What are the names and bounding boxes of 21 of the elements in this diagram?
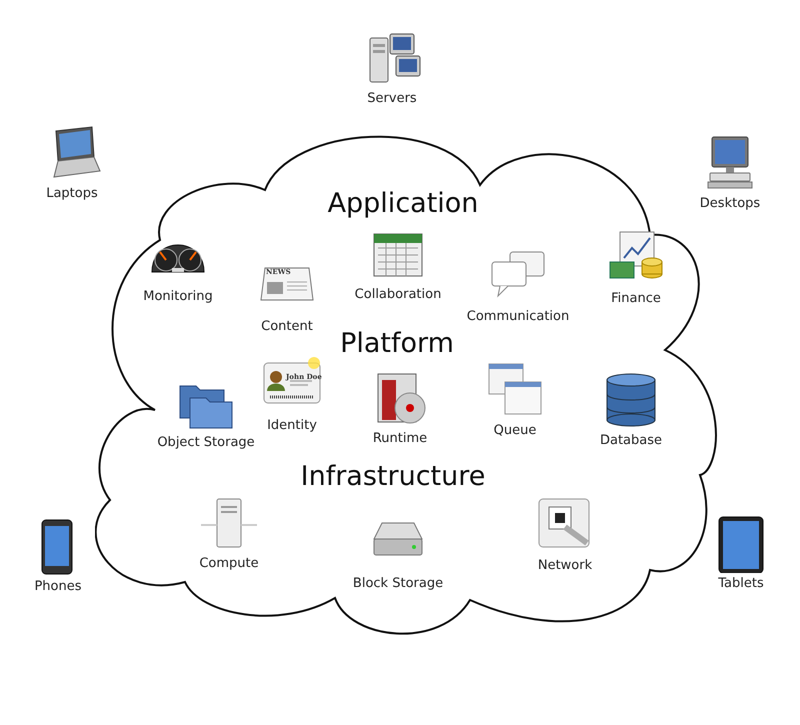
icon-caption: Block Storage — [352, 576, 444, 591]
icon-caption: Laptops — [46, 186, 98, 201]
icon-caption: Queue — [494, 423, 536, 438]
section-heading: Application — [328, 188, 478, 219]
icon-caption: Runtime — [372, 431, 428, 446]
icon-caption: Monitoring — [143, 289, 213, 304]
icon-caption: Phones — [34, 579, 82, 594]
icon-caption: Database — [600, 433, 662, 448]
section-heading: Infrastructure — [300, 461, 486, 492]
icon-caption: Compute — [199, 556, 259, 571]
icon-caption: Object Storage — [157, 435, 255, 450]
icon-caption: Content — [261, 319, 313, 334]
icon-caption: Finance — [611, 291, 661, 306]
icon-caption: Identity — [267, 418, 317, 433]
icon-caption: Desktops — [700, 196, 760, 211]
icon-caption: Network — [538, 558, 592, 573]
icon-caption: Communication — [466, 309, 570, 324]
section-heading: Platform — [340, 328, 454, 359]
icon-caption: Collaboration — [354, 287, 442, 302]
icon-caption: Tablets — [718, 576, 764, 591]
icon-caption: Servers — [367, 91, 417, 106]
